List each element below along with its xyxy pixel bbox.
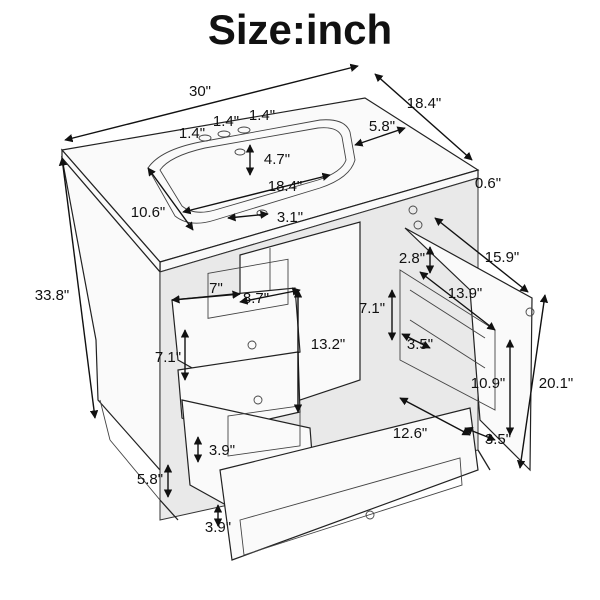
label-top-thickness: 0.6" — [475, 175, 501, 192]
label-basin-rim: 5.8" — [369, 118, 395, 135]
label-basin-width: 18.4" — [268, 178, 303, 195]
basin-depth-arrow — [147, 167, 194, 231]
label-door-height: 10.9" — [471, 375, 506, 392]
drain-offset-arrow — [227, 210, 269, 222]
label-bottom-drawer-depth: 12.6" — [393, 425, 428, 442]
label-bottom-drawer-gap: 3.9" — [205, 519, 231, 536]
label-drawer-front-height: 7.1" — [155, 349, 181, 366]
door-full-height-arrow — [516, 294, 549, 469]
drawer-depth-arrow — [239, 287, 301, 305]
drawer-top-knob — [247, 340, 257, 350]
side-leg — [99, 399, 111, 441]
drawer-bottom-knob — [365, 510, 375, 520]
label-drawer-gap: 3.9" — [209, 442, 235, 459]
dimension-arrows — [58, 63, 549, 527]
door-shelf-depth-arrow — [401, 333, 431, 349]
sink-basin — [147, 119, 356, 224]
label-drawer-depth: 8.7" — [243, 290, 269, 307]
door-bottom-depth-arrow — [464, 426, 496, 442]
side-base — [109, 439, 161, 501]
label-faucet-to-basin: 4.7" — [264, 151, 290, 168]
label-drawer-width: 7" — [209, 280, 223, 297]
label-door-shelf-width: 13.9" — [448, 285, 483, 302]
label-hole-right: 1.4" — [249, 107, 275, 124]
diagram-title: Size:inch — [208, 6, 392, 53]
drawer-middle-knob — [253, 395, 263, 405]
label-total-height: 33.8" — [35, 287, 70, 304]
depth-arrow — [374, 73, 473, 161]
label-hole-mid: 1.4" — [213, 113, 239, 130]
front-right-leg — [477, 449, 491, 471]
label-drawer-stack-height: 13.2" — [311, 336, 346, 353]
door-hinge-top — [408, 205, 418, 215]
label-hole-left: 1.4" — [179, 125, 205, 142]
label-width: 30" — [189, 83, 211, 100]
label-basin-depth: 10.6" — [131, 204, 166, 221]
front-left-leg — [159, 499, 179, 521]
bottom-drawer-depth-arrow — [399, 397, 471, 436]
total-height-arrow — [58, 157, 99, 419]
overflow-hole — [234, 148, 246, 156]
label-door-shelf-depth: 3.5" — [407, 336, 433, 353]
drawer-bottom — [219, 407, 479, 561]
door-shelf-width-arrow — [419, 271, 496, 331]
drawer-lower-panel — [227, 405, 301, 457]
basin-width-arrow — [182, 172, 331, 215]
label-leg-height: 5.8" — [137, 471, 163, 488]
label-drain-offset: 3.1" — [277, 209, 303, 226]
label-door-bottom-depth: 3.5" — [485, 431, 511, 448]
dimension-labels: 30" 18.4" 1.4" 1.4" 1.4" 4.7" 5.8" 0.6" … — [35, 83, 574, 536]
drawer-bottom-panel — [239, 457, 463, 556]
drawer-width-arrow — [171, 290, 241, 304]
label-door-depth: 15.9" — [485, 249, 520, 266]
basin-rim-arrow — [354, 126, 406, 147]
label-shelf-height: 2.8" — [399, 250, 425, 267]
label-depth: 18.4" — [407, 95, 442, 112]
width-arrow — [64, 63, 359, 143]
label-door-full-height: 20.1" — [539, 375, 574, 392]
door-depth-arrow — [434, 217, 529, 293]
label-door-inner-height: 7.1" — [359, 300, 385, 317]
door-hinge-bottom — [413, 220, 423, 230]
